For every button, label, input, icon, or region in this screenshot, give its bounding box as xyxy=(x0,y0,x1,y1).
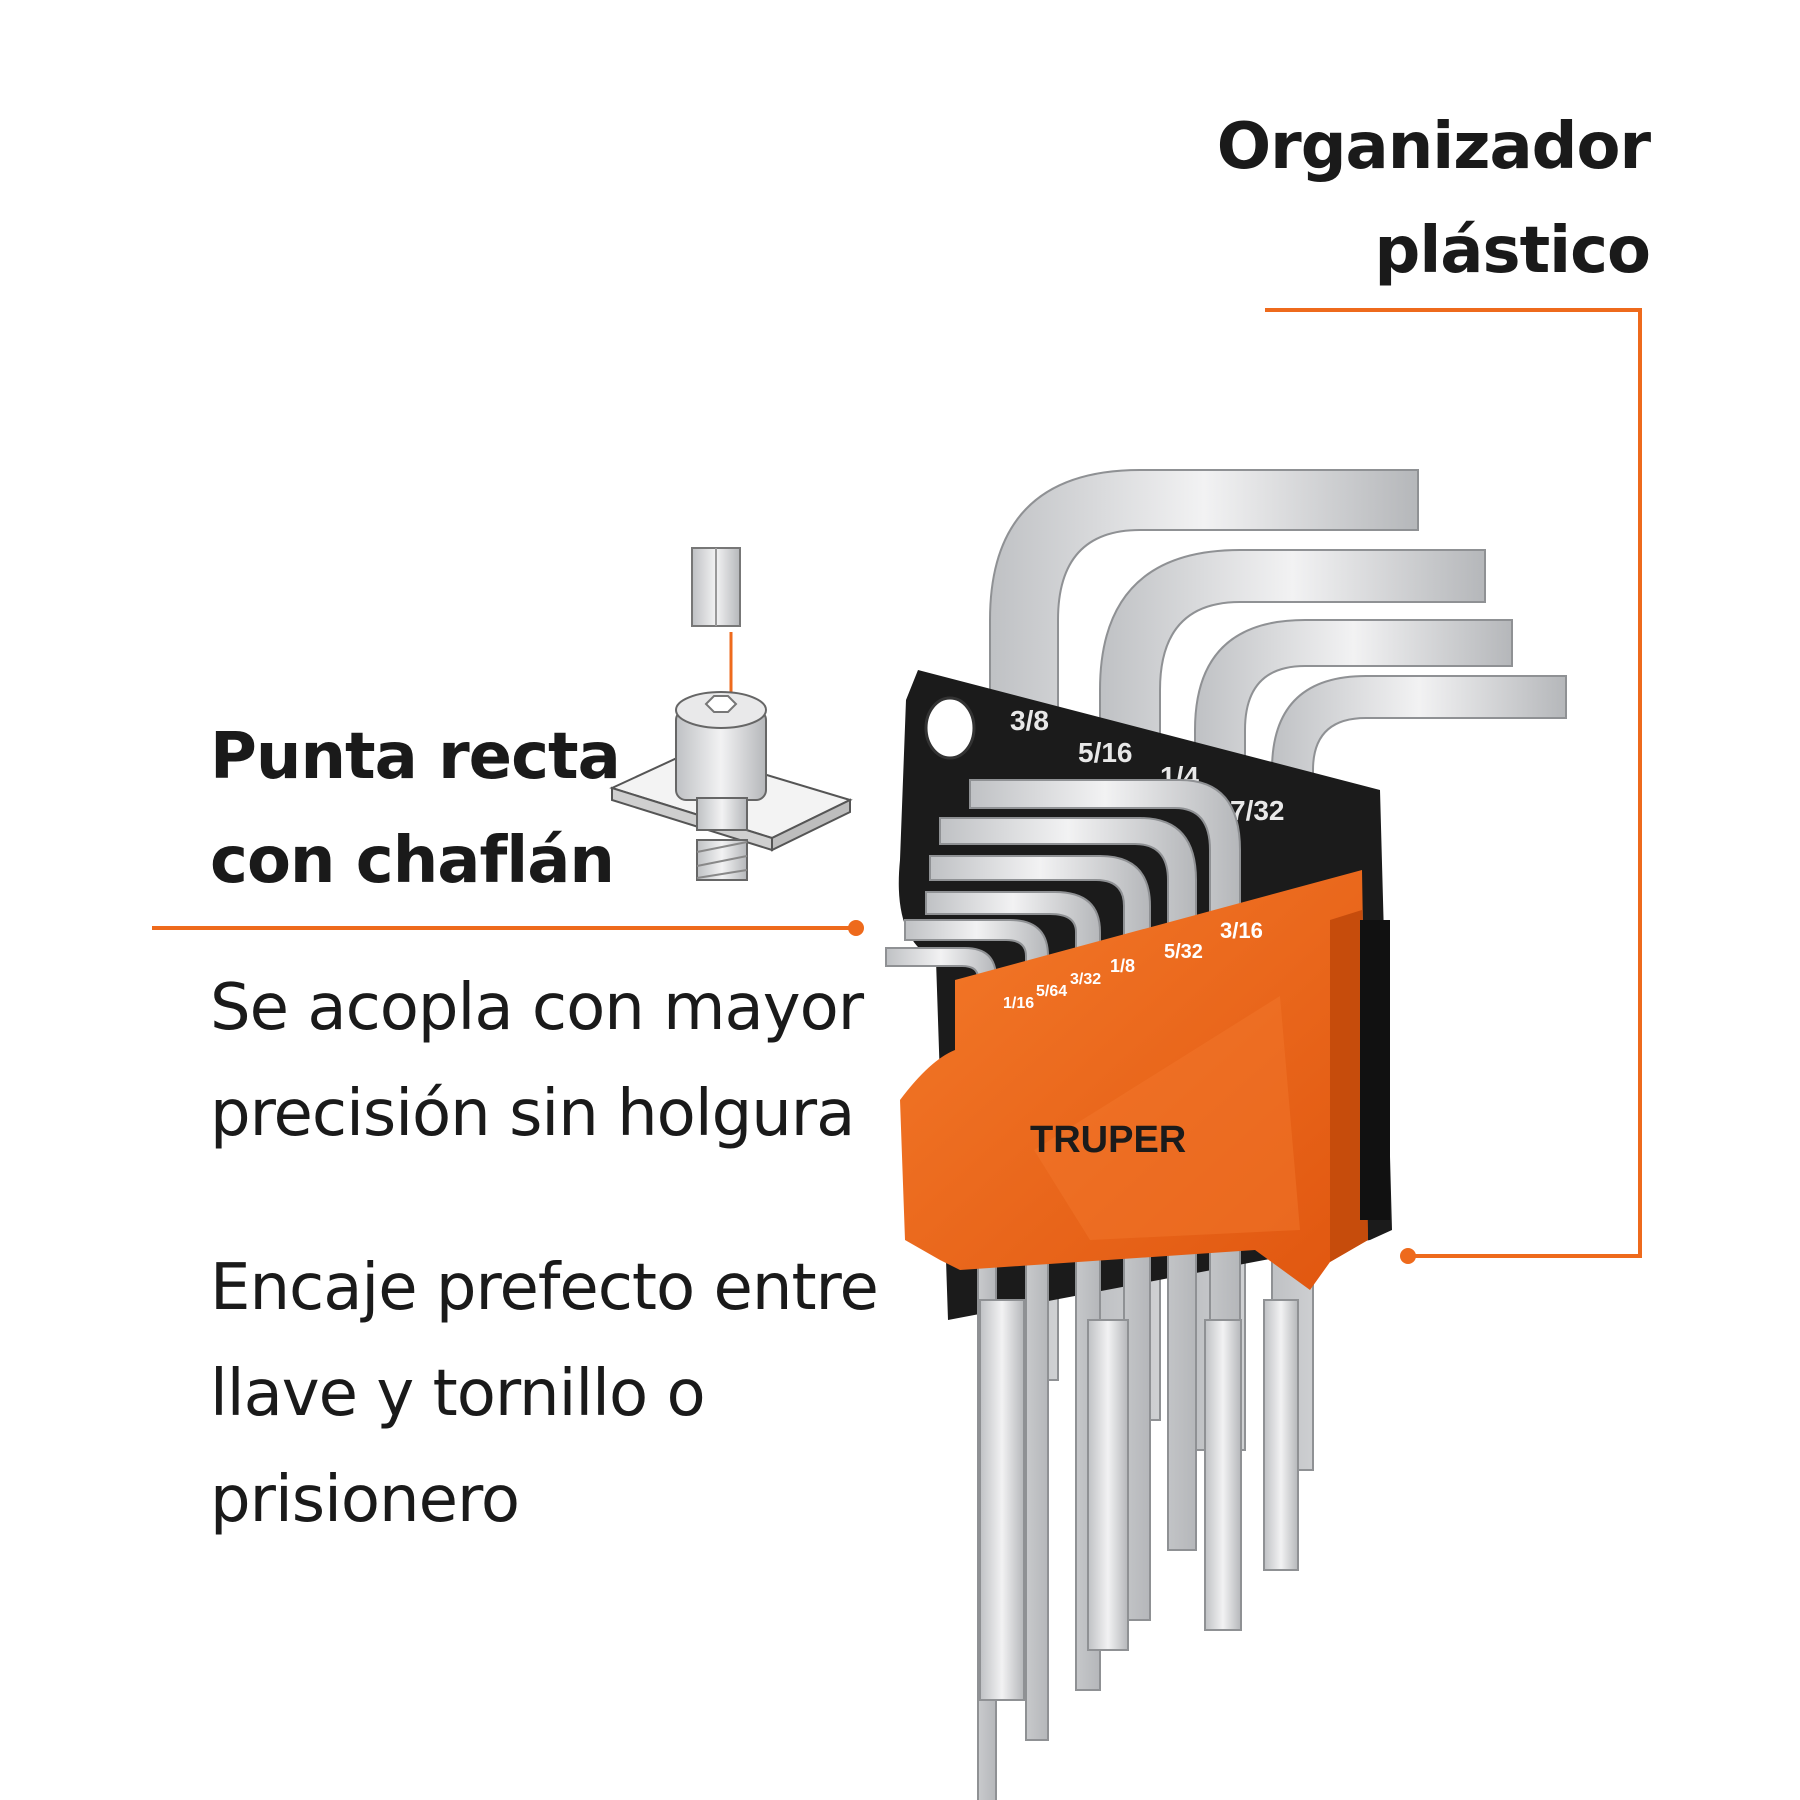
size-label-5-32: 5/32 xyxy=(1164,941,1203,963)
tip-callout-line xyxy=(152,926,855,930)
organizer-callout-vertical-line xyxy=(1638,308,1642,1258)
fit-description: Se acopla con mayor precisión sin holgur… xyxy=(210,971,864,1151)
size-label-3-8: 3/8 xyxy=(1010,705,1049,736)
size-label-7-32: 7/32 xyxy=(1230,795,1285,826)
brand-logo-text: TRUPER xyxy=(1030,1119,1186,1161)
organizer-title: Organizador plástico xyxy=(1216,110,1651,288)
hex-keys-lower-arms xyxy=(979,1299,1299,1701)
tip-title: Punta recta con chaflán xyxy=(210,720,621,898)
organizer-callout-dot xyxy=(1400,1248,1416,1264)
size-label-1-8: 1/8 xyxy=(1110,956,1135,976)
tip-callout-dot xyxy=(848,920,864,936)
seat-description: Encaje prefecto entre llave y tornillo o… xyxy=(210,1251,879,1537)
orange-holder-lower: TRUPER 1/16 5/64 3/32 1/8 5/32 3/16 xyxy=(900,870,1390,1290)
organizer-callout-top-line xyxy=(1265,308,1642,312)
size-label-1-16: 1/16 xyxy=(1003,995,1034,1012)
hex-socket-screw-icon xyxy=(609,547,853,881)
size-label-3-16: 3/16 xyxy=(1220,918,1263,943)
size-label-3-32: 3/32 xyxy=(1070,971,1101,988)
size-label-5-16: 5/16 xyxy=(1078,737,1133,768)
organizer-callout-bottom-line xyxy=(1408,1254,1642,1258)
size-label-5-64: 5/64 xyxy=(1036,983,1067,1000)
